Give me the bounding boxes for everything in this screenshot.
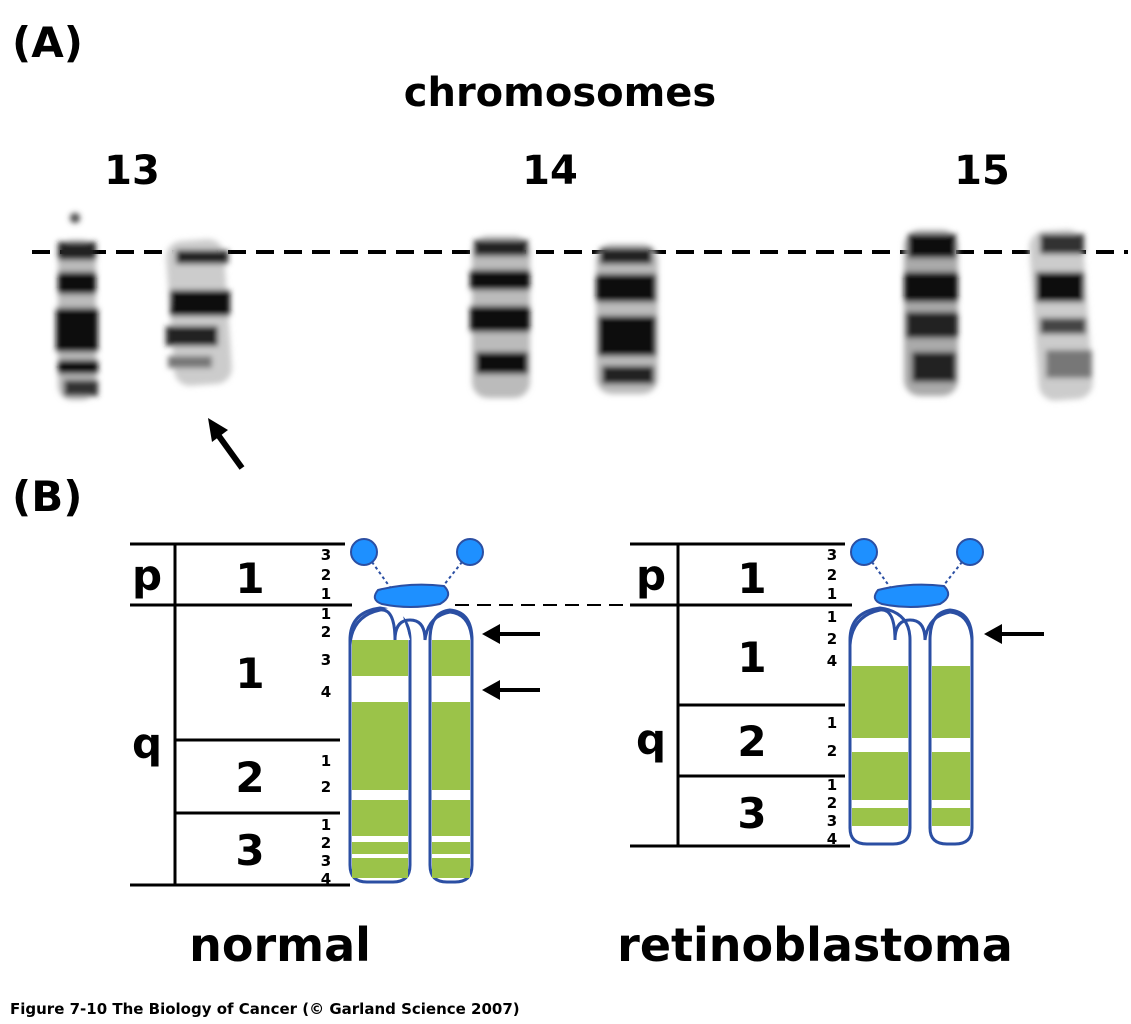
normal-arm-q: q: [132, 719, 162, 768]
rb-region-q3: 3: [737, 789, 766, 838]
rb-satellite-right: [956, 538, 984, 566]
normal-satellite-left: [350, 538, 378, 566]
rb-sub-q11: 1: [827, 608, 837, 626]
rb-arm-q: q: [636, 715, 666, 764]
normal-band-arrows-icon: [482, 624, 540, 700]
panel-b-label: (B): [12, 472, 83, 521]
rb-sub-q22: 2: [827, 742, 837, 760]
retinoblastoma-caption: retinoblastoma: [617, 918, 1013, 972]
normal-sub-q11: 1: [321, 605, 331, 623]
normal-sub-q12: 2: [321, 623, 331, 641]
retinoblastoma-chromosome: [848, 538, 1044, 846]
normal-chromosome: [348, 538, 540, 884]
rb-sub-q33: 3: [827, 812, 837, 830]
normal-region-q1: 1: [235, 649, 264, 698]
rb-sub-q12: 2: [827, 630, 837, 648]
rb-band-arrow-icon: [984, 624, 1044, 644]
chromosome-15-left: [904, 230, 958, 396]
normal-sub-q22: 2: [321, 778, 331, 796]
normal-sub-p2: 2: [321, 566, 331, 584]
normal-sub-q21: 1: [321, 752, 331, 770]
rb-sub-p3: 3: [827, 546, 837, 564]
normal-sub-q33: 3: [321, 852, 331, 870]
panel-a-label: (A): [12, 18, 83, 67]
normal-region-p1: 1: [235, 554, 264, 603]
retinoblastoma-band-table: p q 1 1 2 3 3 2 1 1 2 4 1 2 1 2 3 4: [630, 542, 852, 848]
rb-sub-p1: 1: [827, 585, 837, 603]
rb-sub-q32: 2: [827, 794, 837, 812]
normal-sub-p3: 3: [321, 546, 331, 564]
rb-sub-q21: 1: [827, 714, 837, 732]
rb-arm-p: p: [636, 551, 666, 600]
rb-region-q1: 1: [737, 633, 766, 682]
ideogram-diagram: p q 1 1 2 3 3 2 1 1 2 3 4 1 2 1 2 3 4: [130, 538, 1044, 888]
chromosome-15-label: 15: [954, 148, 1010, 194]
rb-sub-q14: 4: [827, 652, 837, 670]
normal-region-q2: 2: [235, 753, 264, 802]
normal-sub-q13: 3: [321, 651, 331, 669]
normal-arm-p: p: [132, 551, 162, 600]
normal-band-table: p q 1 1 2 3 3 2 1 1 2 3 4 1 2 1 2 3 4: [130, 542, 352, 888]
rb-satellite-left: [850, 538, 878, 566]
rb-centromere: [873, 583, 950, 608]
normal-sub-q31: 1: [321, 816, 331, 834]
rb-region-p1: 1: [737, 554, 766, 603]
rb-region-q2: 2: [737, 717, 766, 766]
chromosome-13-label: 13: [104, 148, 160, 194]
chromosome-14-right: [596, 244, 658, 394]
chromosome-13-deleted: [166, 239, 232, 386]
rb-sub-p2: 2: [827, 566, 837, 584]
normal-sub-q14: 4: [321, 683, 331, 701]
normal-satellite-right: [456, 538, 484, 566]
normal-sub-p1: 1: [321, 585, 331, 603]
chromosome-14-label: 14: [522, 148, 578, 194]
normal-sub-q34: 4: [321, 870, 331, 888]
karyotype-photo: [32, 213, 1128, 470]
figure-credit: Figure 7-10 The Biology of Cancer (© Gar…: [10, 1000, 520, 1018]
rb-sub-q34: 4: [827, 830, 837, 848]
chromosomes-heading: chromosomes: [403, 70, 717, 116]
normal-centromere: [373, 583, 450, 608]
deletion-arrow-icon: [208, 418, 245, 470]
normal-sub-q32: 2: [321, 834, 331, 852]
normal-region-q3: 3: [235, 826, 264, 875]
normal-caption: normal: [189, 918, 371, 972]
rb-sub-q31: 1: [827, 776, 837, 794]
chromosome-14-left: [470, 236, 530, 398]
chromosome-15-right: [1029, 229, 1093, 401]
chromosome-13-normal: [56, 213, 98, 400]
